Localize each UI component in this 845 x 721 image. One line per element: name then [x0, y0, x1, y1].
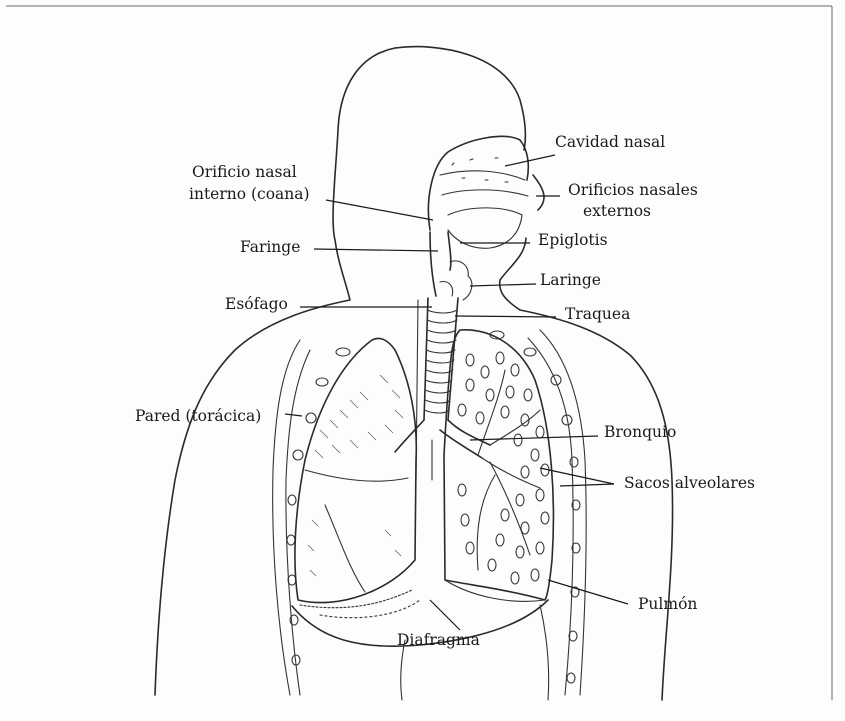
label-orificio-interno-2: interno (coana)	[189, 185, 310, 203]
label-traquea: Traquea	[565, 305, 630, 323]
leader-pared	[285, 414, 302, 416]
leader-lines	[285, 155, 628, 630]
left-lung-shading	[308, 375, 403, 576]
airway	[395, 232, 490, 480]
right-lung	[444, 330, 553, 600]
leader-sacos-2	[560, 484, 614, 486]
leader-diafragma	[430, 600, 460, 630]
leader-cavidad-nasal	[505, 155, 555, 166]
right-abdomen-line	[540, 605, 549, 700]
nose-contour	[533, 175, 544, 210]
trachea-rings	[424, 310, 457, 413]
label-epiglotis: Epiglotis	[538, 231, 608, 249]
right-rib-ovals	[490, 331, 580, 683]
label-sacos: Sacos alveolares	[624, 474, 755, 492]
label-orificio-interno-1: Orificio nasal	[192, 163, 297, 181]
leader-bronquio	[470, 436, 598, 440]
right-chest-wall-inner	[528, 338, 573, 695]
head-top-contour	[395, 47, 525, 150]
leader-traquea	[455, 316, 556, 317]
nasal-cavity	[428, 136, 528, 248]
left-chest-wall-inner	[286, 350, 310, 695]
diaphragm-dotted	[320, 600, 420, 618]
label-diafragma: Diafragma	[397, 631, 480, 649]
leader-laringe	[470, 284, 536, 286]
label-laringe: Laringe	[540, 271, 601, 289]
leader-faringe	[314, 249, 438, 251]
leader-sacos-1	[540, 468, 614, 484]
label-faringe: Faringe	[240, 238, 300, 256]
left-lung	[295, 338, 416, 607]
left-body-contour	[155, 48, 395, 695]
left-abdomen-line	[401, 640, 405, 700]
label-orificios-externos-2: externos	[583, 202, 651, 220]
label-orificios-externos-1: Orificios nasales	[568, 181, 698, 199]
label-bronquio: Bronquio	[604, 423, 676, 441]
label-esofago: Esófago	[225, 295, 288, 313]
label-pared: Pared (torácica)	[135, 407, 261, 425]
label-cavidad-nasal: Cavidad nasal	[555, 133, 665, 151]
leader-pulmon	[548, 580, 628, 604]
leader-orificio-interno	[326, 200, 433, 220]
alveolar-sacs	[458, 352, 549, 584]
label-pulmon: Pulmón	[638, 595, 697, 613]
